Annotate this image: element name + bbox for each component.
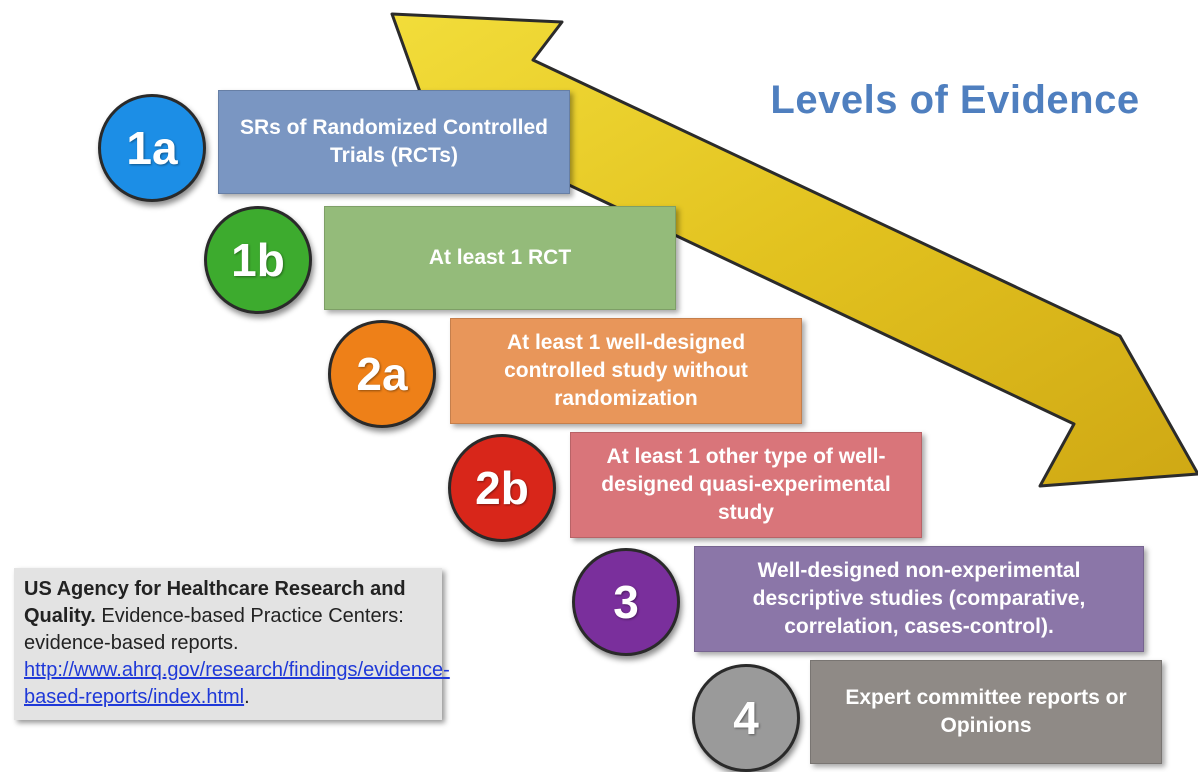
badge-label: 4 — [733, 692, 759, 744]
badge-2a: 2a — [328, 320, 436, 428]
level-box-3: Well-designed non-experimental descripti… — [694, 546, 1144, 652]
badge-1a: 1a — [98, 94, 206, 202]
level-text: At least 1 well-designed controlled stud… — [504, 331, 748, 410]
badge-2b: 2b — [448, 434, 556, 542]
reference-link[interactable]: http://www.ahrq.gov/research/findings/ev… — [24, 659, 450, 708]
badge-label: 2a — [356, 348, 408, 400]
level-text: At least 1 RCT — [428, 246, 572, 269]
badge-4: 4 — [692, 664, 800, 772]
badge-1b: 1b — [204, 206, 312, 314]
level-text: At least 1 other type of well-designed q… — [601, 445, 891, 524]
level-text: Well-designed non-experimental descripti… — [752, 559, 1086, 638]
level-box-2a: At least 1 well-designed controlled stud… — [450, 318, 802, 424]
reference-box: US Agency for Healthcare Research and Qu… — [14, 568, 450, 720]
level-box-2b: At least 1 other type of well-designed q… — [570, 432, 922, 538]
badge-label: 3 — [613, 576, 639, 628]
level-text: Expert committee reports or Opinions — [845, 686, 1127, 737]
level-text: SRs of Randomized Controlled Trials (RCT… — [239, 116, 548, 167]
badge-3: 3 — [572, 548, 680, 656]
page-title: Levels of Evidence — [770, 78, 1140, 122]
reference-org: US Agency for Healthcare Research and Qu… — [24, 578, 406, 627]
reference-tail: . — [244, 686, 250, 708]
badge-label: 2b — [475, 462, 529, 514]
level-box-1b: At least 1 RCT — [324, 206, 676, 310]
level-box-4: Expert committee reports or Opinions — [810, 660, 1162, 764]
level-box-1a: SRs of Randomized Controlled Trials (RCT… — [218, 90, 570, 194]
badge-label: 1b — [231, 234, 285, 286]
reference-text: Evidence-based Practice Centers: evidenc… — [24, 605, 404, 654]
badge-label: 1a — [126, 122, 178, 174]
